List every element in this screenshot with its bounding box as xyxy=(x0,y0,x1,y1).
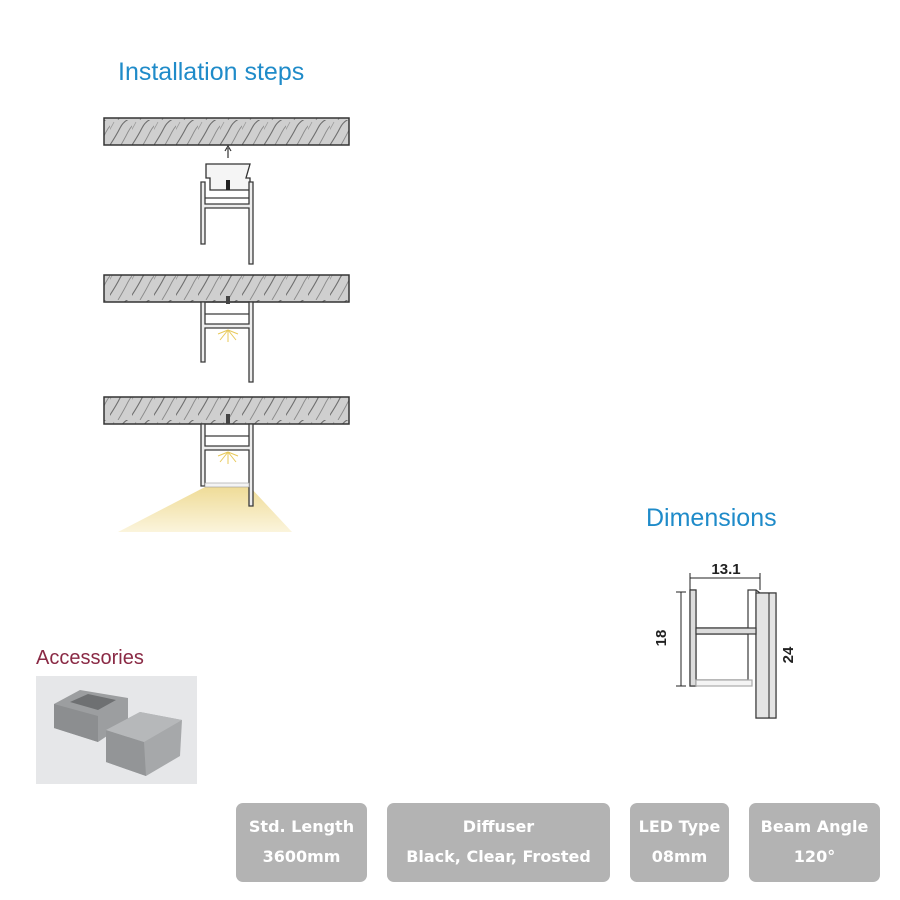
spec-diffuser-value: Black, Clear, Frosted xyxy=(406,847,591,866)
spec-led-type-label: LED Type xyxy=(638,817,721,836)
installation-steps-title: Installation steps xyxy=(118,58,305,86)
light-beam xyxy=(118,487,292,532)
spec-led-type: LED Type 08mm xyxy=(630,803,729,882)
spec-beam-angle-value: 120° xyxy=(793,847,836,866)
dimension-drawing xyxy=(689,589,777,719)
spec-beam-angle: Beam Angle 120° xyxy=(749,803,880,882)
dim-outer-height-label: 24 xyxy=(780,646,797,663)
led-glow-step-3 xyxy=(217,451,239,464)
accessories-title: Accessories xyxy=(36,647,144,669)
spec-std-length-value: 3600mm xyxy=(262,847,341,866)
ceiling-board-1 xyxy=(103,117,350,146)
spec-diffuser-label: Diffuser xyxy=(462,817,535,836)
spec-std-length-label: Std. Length xyxy=(248,817,355,836)
accessories-end-cap-photo xyxy=(36,676,197,784)
profile-step-1 xyxy=(200,181,254,265)
dimensions-title: Dimensions xyxy=(646,504,777,532)
dim-inner-height-label: 18 xyxy=(653,630,670,647)
dim-width-label: 13.1 xyxy=(711,561,740,578)
spec-beam-angle-label: Beam Angle xyxy=(760,817,869,836)
spec-led-type-value: 08mm xyxy=(651,847,708,866)
led-glow-step-2 xyxy=(217,329,239,342)
profile-step-2 xyxy=(200,301,254,383)
spec-diffuser: Diffuser Black, Clear, Frosted xyxy=(387,803,610,882)
spec-std-length: Std. Length 3600mm xyxy=(236,803,367,882)
